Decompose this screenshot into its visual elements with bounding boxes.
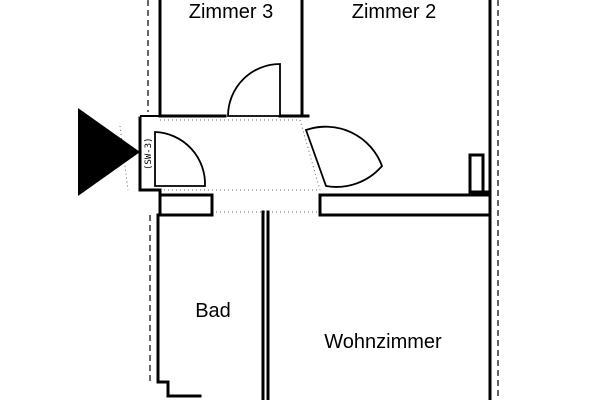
walls-zimmer-2 bbox=[140, 0, 492, 194]
room-label-bad: Bad bbox=[195, 300, 231, 322]
room-label-zimmer-2: Zimmer 2 bbox=[352, 1, 436, 23]
walls-bad bbox=[156, 210, 270, 400]
door-zimmer-3 bbox=[227, 63, 281, 117]
door-zimmer-2 bbox=[304, 125, 384, 188]
entrance-arrow-icon bbox=[78, 108, 140, 196]
door-entrance bbox=[154, 131, 206, 187]
room-label-zimmer-3: Zimmer 3 bbox=[189, 1, 273, 23]
entrance-tag: (SW-3) bbox=[144, 137, 154, 170]
room-label-wohnzimmer: Wohnzimmer bbox=[324, 331, 442, 353]
